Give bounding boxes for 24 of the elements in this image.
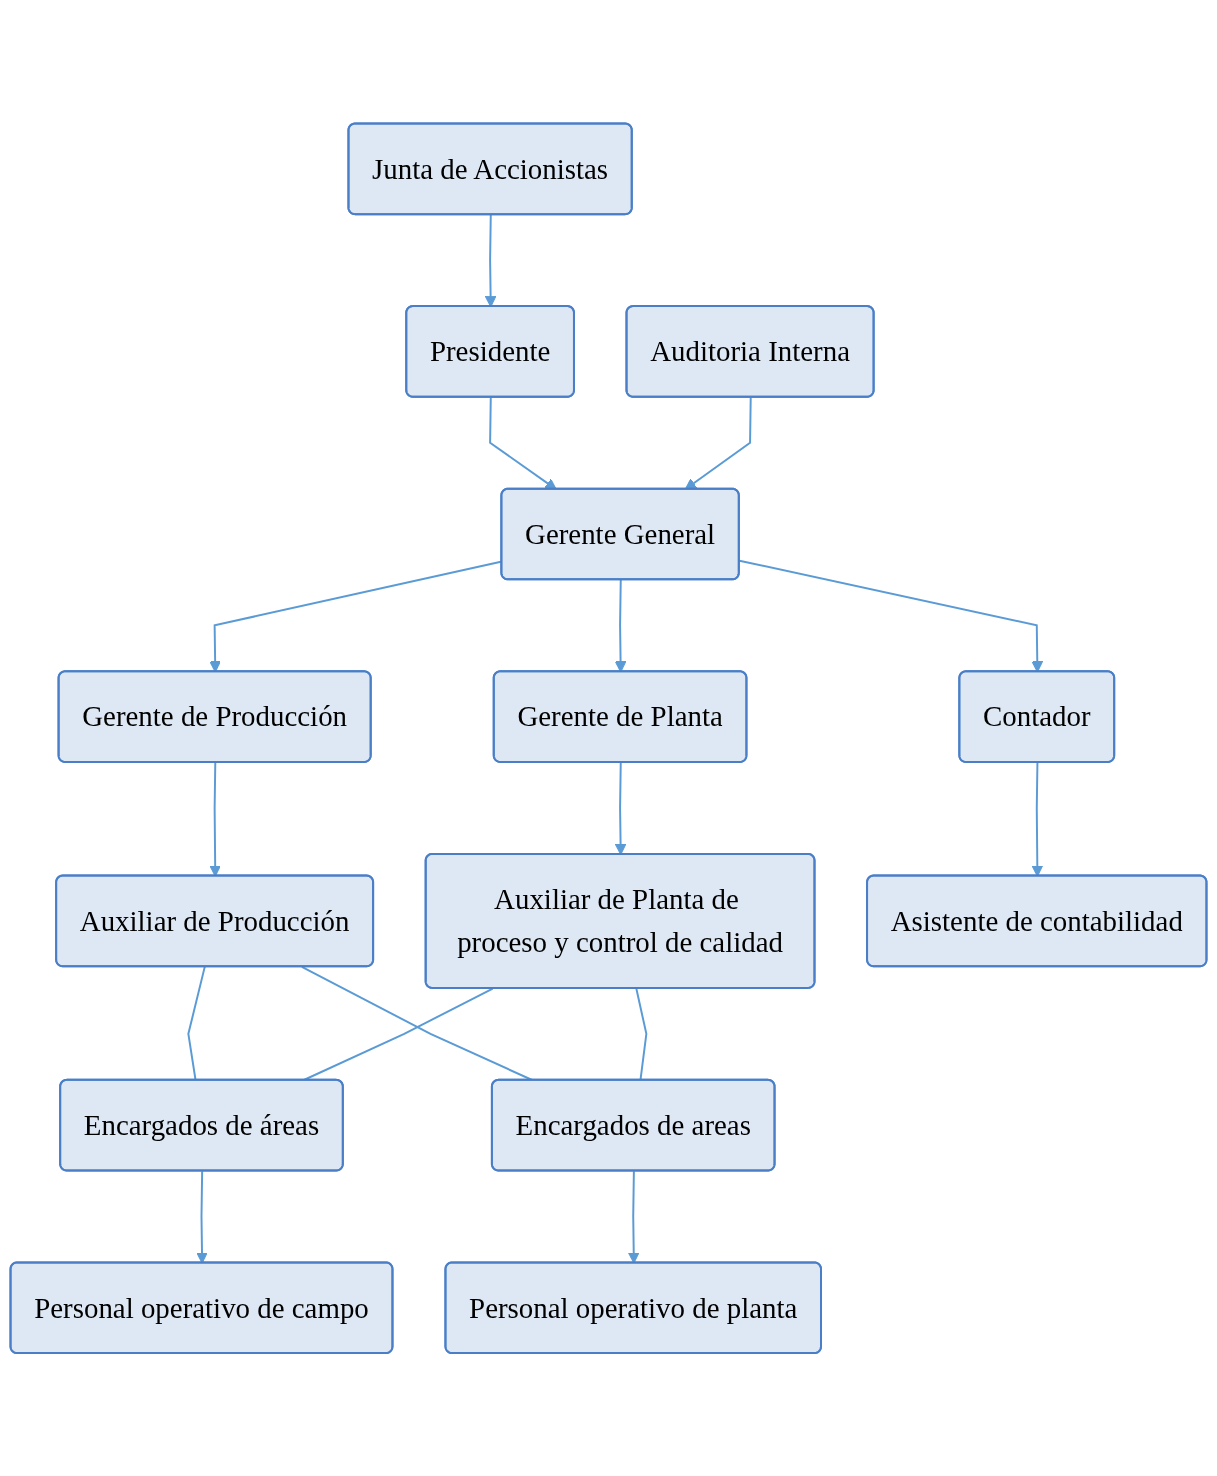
- arrow: [209, 761, 221, 877]
- arrow: [684, 396, 752, 490]
- org-box: Auditoria Interna: [625, 304, 875, 398]
- arrow: [738, 559, 1044, 673]
- arrow: [489, 396, 557, 490]
- arrow: [614, 578, 627, 673]
- org-box: Gerente General: [500, 487, 740, 581]
- org-box: Junta de Accionistas: [347, 122, 633, 215]
- org-box: Encargados de áreas: [59, 1078, 344, 1172]
- org-box: Personal operativo de planta: [444, 1261, 822, 1354]
- org-box: Auxiliar de Producción: [55, 874, 375, 967]
- org-box: Personal operativo de campo: [9, 1261, 394, 1354]
- arrow: [484, 213, 497, 307]
- arrow: [614, 761, 627, 855]
- org-box: Contador: [958, 670, 1116, 763]
- arrow: [196, 1169, 208, 1264]
- arrow: [627, 1169, 640, 1264]
- arrow: [1031, 761, 1044, 877]
- org-box: Encargados de areas: [490, 1078, 776, 1172]
- org-box: Asistente de contabilidad: [866, 874, 1208, 967]
- org-box: Auxiliar de Planta de proceso y control de calidad: [424, 852, 816, 989]
- org-box: Gerente de Producción: [57, 670, 372, 763]
- org-box: Gerente de Planta: [492, 670, 748, 763]
- org-box: Presidente: [405, 304, 575, 398]
